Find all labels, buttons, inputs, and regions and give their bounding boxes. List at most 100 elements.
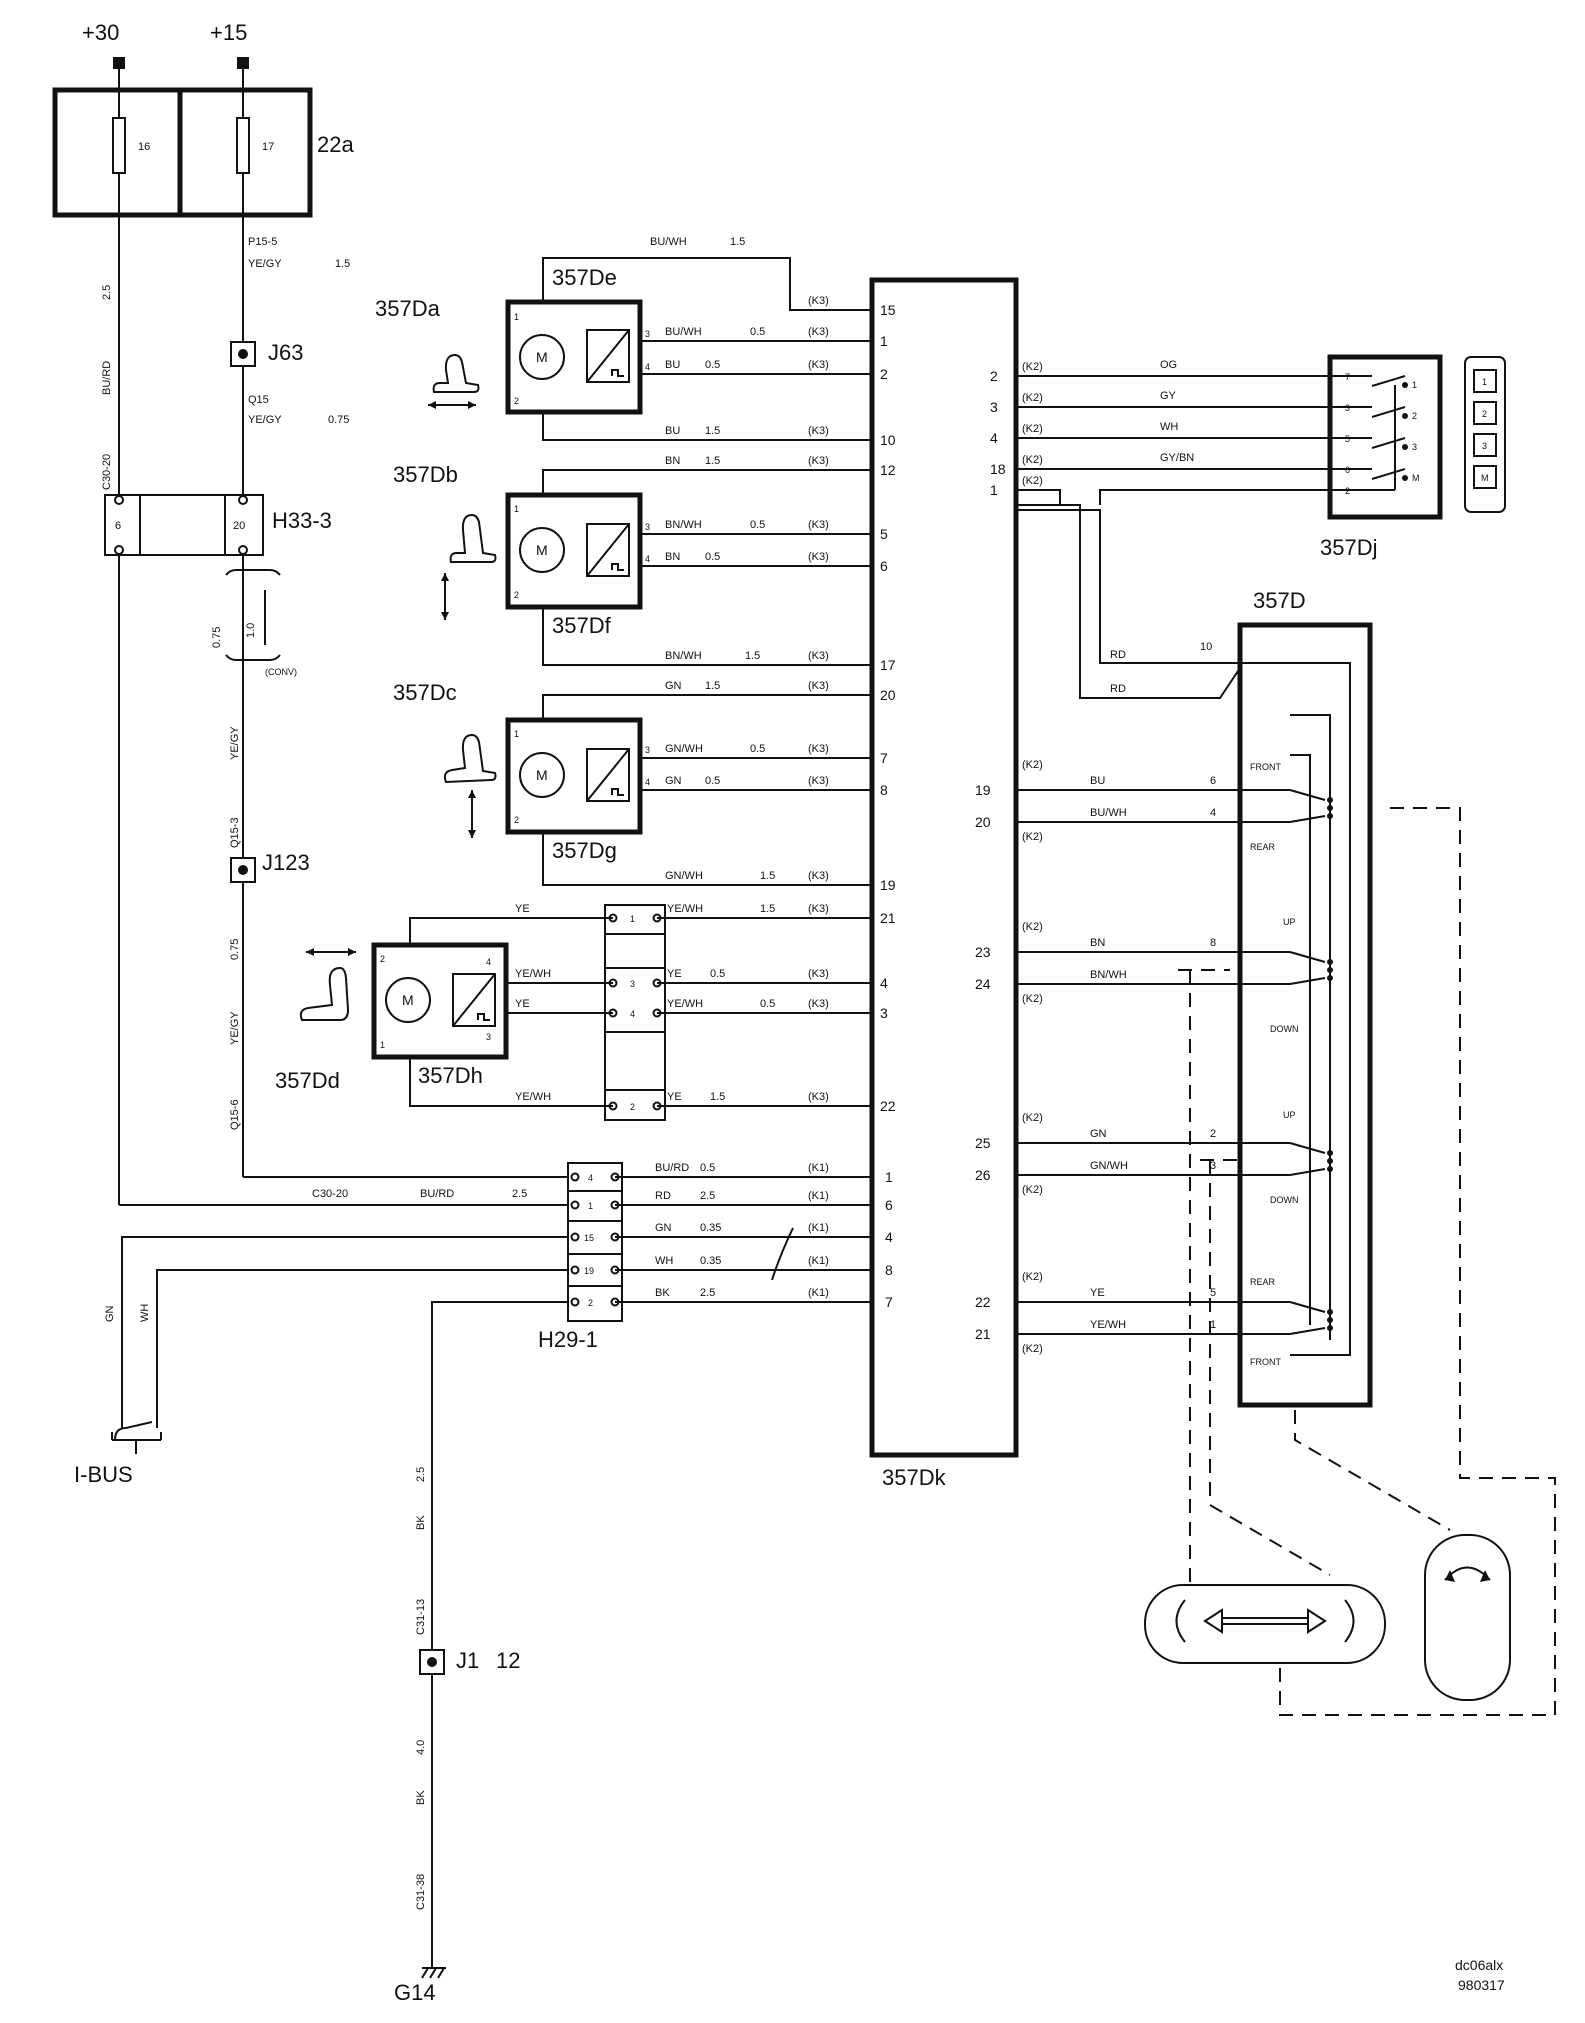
wire-k-label: (K1) xyxy=(808,1222,829,1234)
module-pin: 6 xyxy=(885,1197,893,1213)
memory-wire xyxy=(1016,489,1061,505)
switch-blade xyxy=(1289,951,1326,963)
memory-button-label: 1 xyxy=(1482,377,1487,387)
wire-size-label: 0.5 xyxy=(760,998,775,1010)
memory-out-pin: M xyxy=(1412,473,1420,483)
module-pin: 18 xyxy=(990,461,1006,477)
switch-contact xyxy=(1327,1158,1333,1164)
wire-color-label: BN xyxy=(665,551,680,563)
wire-k-label: (K2) xyxy=(1022,423,1043,435)
motor-d-wire-ye: YE xyxy=(515,998,530,1010)
memory-button-m[interactable] xyxy=(1473,465,1497,489)
wire-yegy-2: YE/GY xyxy=(248,414,282,426)
ground-symbol xyxy=(421,1967,446,1979)
fore-aft-control-icon xyxy=(1144,1584,1386,1664)
switch-down: DOWN xyxy=(1270,1024,1299,1034)
wire-size-15-1: 1.5 xyxy=(335,258,350,270)
module-pin: 21 xyxy=(880,910,896,926)
module-pin: 22 xyxy=(880,1098,896,1114)
motor-357df xyxy=(505,492,643,610)
wire-k-label: (K2) xyxy=(1022,921,1043,933)
wire-yegy-v2: YE/GY xyxy=(229,1011,241,1045)
wire-yegy-v1: YE/GY xyxy=(229,726,241,760)
module-pin: 2 xyxy=(880,366,888,382)
module-pin: 26 xyxy=(975,1167,991,1183)
fusebox-22a: 16 17 22a xyxy=(52,87,354,218)
switch-contact xyxy=(1327,797,1333,803)
wire-color-label: YE xyxy=(1090,1287,1105,1299)
switch-rear-2: REAR xyxy=(1250,1277,1276,1287)
wire-color-label: GY xyxy=(1160,390,1177,402)
wire-color-label: YE/WH xyxy=(667,998,703,1010)
connector-h29-1 xyxy=(567,1162,623,1322)
memory-in-pin: 6 xyxy=(1345,465,1350,475)
wire-size-label: 0.5 xyxy=(705,775,720,787)
connector-j1-label: J1 xyxy=(456,1648,479,1673)
wire-color-label: RD xyxy=(655,1190,671,1202)
wire-k-label: (K2) xyxy=(1022,993,1043,1005)
connector-h29-1-label: H29-1 xyxy=(538,1327,598,1352)
wire-k-label: (K1) xyxy=(808,1162,829,1174)
memory-button-3[interactable] xyxy=(1473,433,1497,457)
switch-contact xyxy=(1327,805,1333,811)
wire-color-label: BN/WH xyxy=(665,650,702,662)
wire-color-label: BU xyxy=(1090,775,1105,787)
switch-contact xyxy=(1327,1309,1333,1315)
wire-bk-2: BK xyxy=(415,1790,427,1805)
wire-size-label: 2.5 xyxy=(700,1190,715,1202)
wire-size-075-v2: 0.75 xyxy=(229,939,241,960)
wire-color-label: GN xyxy=(655,1222,672,1234)
switch-pin: 5 xyxy=(1210,1287,1216,1299)
motor-b-pin: 3 xyxy=(645,522,650,532)
wire-k-label: (K2) xyxy=(1022,1271,1043,1283)
module-pin: 19 xyxy=(880,877,896,893)
wire-k-label: (K3) xyxy=(808,359,829,371)
wire-p155: P15-5 xyxy=(248,236,277,248)
wire-size-label: 1.5 xyxy=(705,425,720,437)
wire-size-label: 0.5 xyxy=(700,1162,715,1174)
wire-k-label: (K3) xyxy=(808,870,829,882)
wire-size-label: 2.5 xyxy=(700,1287,715,1299)
ground-g14-label: G14 xyxy=(394,1980,436,2005)
wire-k-label: (K2) xyxy=(1022,361,1043,373)
wire-color-burd-v: BU/RD xyxy=(101,361,113,395)
module-pin: 20 xyxy=(975,814,991,830)
switch-front: FRONT xyxy=(1250,762,1281,772)
wire-color-label: GN/WH xyxy=(665,870,703,882)
motor-a-pin: 1 xyxy=(514,312,519,322)
wire-k-label: (K2) xyxy=(1022,1112,1043,1124)
motor-357dg xyxy=(505,717,643,835)
h33-pin-20: 20 xyxy=(233,520,245,532)
module-pin: 7 xyxy=(885,1294,893,1310)
wire-color-label: WH xyxy=(1160,421,1178,433)
wire-color-label: OG xyxy=(1160,359,1177,371)
fuse-17-label: 17 xyxy=(262,141,274,153)
switch-pin: 4 xyxy=(1210,807,1216,819)
switch-contact xyxy=(1327,959,1333,965)
switch-rear: REAR xyxy=(1250,842,1276,852)
memory-button-1[interactable] xyxy=(1473,369,1497,393)
wire-color-label: BN xyxy=(1090,937,1105,949)
seat-height-icon xyxy=(441,513,497,620)
mid-conn-pin: 3 xyxy=(630,979,635,989)
wire-k-label: (K3) xyxy=(808,680,829,692)
module-pin: 12 xyxy=(880,462,896,478)
wire-color-label: GN xyxy=(665,680,682,692)
motor-357df-label: 357Df xyxy=(552,613,612,638)
connector-h33-3 xyxy=(104,494,264,556)
module-pin: 17 xyxy=(880,657,896,673)
diagram-date: 980317 xyxy=(1458,1977,1505,1993)
wire-color-label: BN/WH xyxy=(665,519,702,531)
connector-j1-pin: 12 xyxy=(496,1648,520,1673)
motor-d-pin: 2 xyxy=(380,954,385,964)
memory-button-2[interactable] xyxy=(1473,401,1497,425)
memory-switch-label: 357Dj xyxy=(1320,535,1377,560)
wire-color-label: YE xyxy=(667,968,682,980)
wire-size-label: 0.5 xyxy=(705,551,720,563)
h29-pin: 19 xyxy=(584,1266,594,1276)
fusebox-label: 22a xyxy=(317,132,354,157)
module-357dk xyxy=(869,277,1019,1458)
terminal-15 xyxy=(237,57,249,69)
module-pin: 22 xyxy=(975,1294,991,1310)
